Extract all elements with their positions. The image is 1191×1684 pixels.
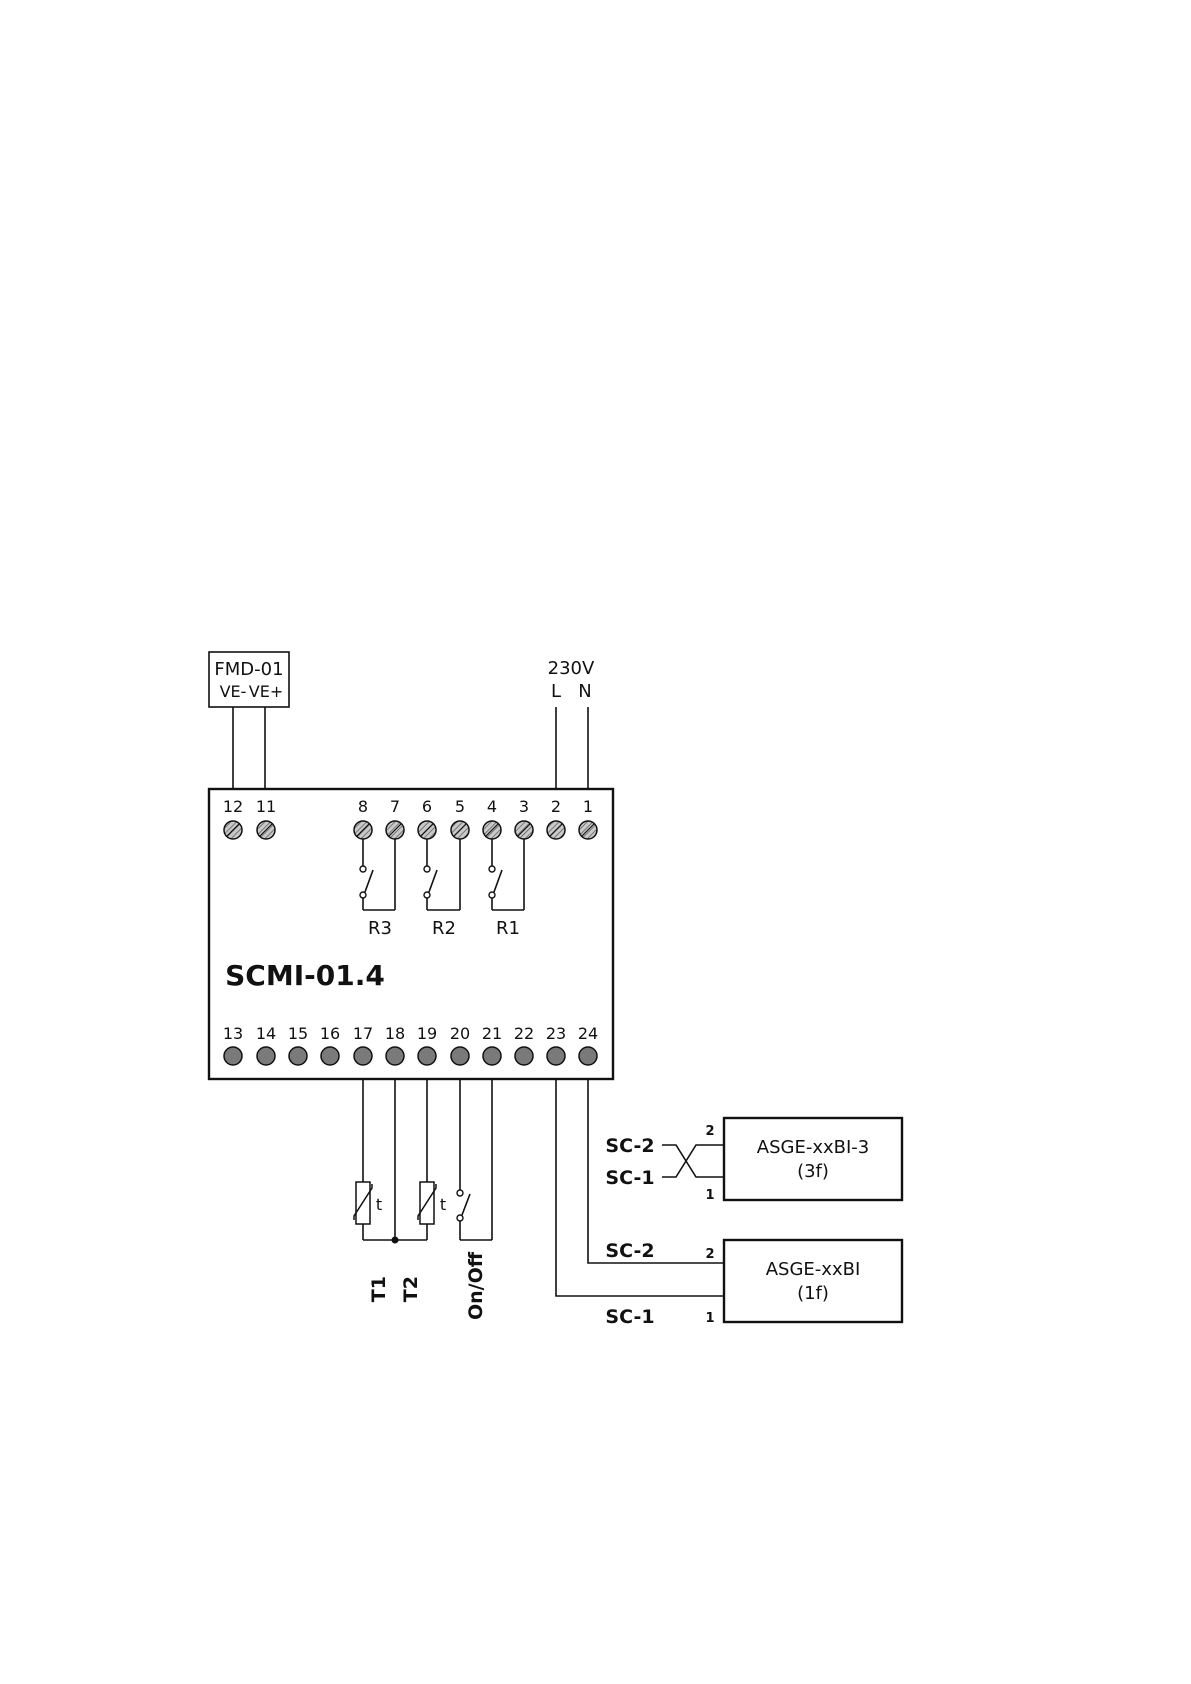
terminal-screw-15: [289, 1047, 307, 1065]
terminal-screw-2: [547, 821, 565, 839]
bottom-terminal-numbers: 13 14 15 16 17 18 19 20 21 22 23 24: [223, 1024, 598, 1043]
relay-label-r1: R1: [496, 918, 520, 939]
label-sc2-lower: SC-2: [605, 1240, 654, 1262]
asge1-subtitle: (1f): [797, 1283, 829, 1304]
supply-n-label: N: [578, 681, 591, 702]
terminal-number-20: 20: [450, 1024, 470, 1043]
terminal-screw-20: [451, 1047, 469, 1065]
supply-230v: 230V L N: [548, 658, 595, 702]
asge1-pin-1: 1: [705, 1311, 714, 1326]
asge1-pin-2: 2: [705, 1247, 714, 1262]
t2-thermistor-symbol: t: [440, 1195, 446, 1214]
label-t2: T2: [400, 1276, 422, 1302]
terminal-screw-3: [515, 821, 533, 839]
thermistor-t2: t: [395, 1079, 446, 1240]
label-sc1-upper: SC-1: [605, 1167, 654, 1189]
terminal-screw-5: [451, 821, 469, 839]
terminal-number-19: 19: [417, 1024, 437, 1043]
terminal-screw-7: [386, 821, 404, 839]
asge3-subtitle: (3f): [797, 1161, 829, 1182]
top-terminals: [224, 821, 597, 839]
relay-r2-contact: [424, 839, 460, 910]
terminal-screw-1: [579, 821, 597, 839]
terminal-screw-24: [579, 1047, 597, 1065]
terminal-number-21: 21: [482, 1024, 502, 1043]
terminal-screw-13: [224, 1047, 242, 1065]
terminal-screw-8: [354, 821, 372, 839]
asge3-title: ASGE-xxBI-3: [757, 1137, 869, 1158]
label-sc1-lower: SC-1: [605, 1306, 654, 1328]
label-sc2-upper: SC-2: [605, 1135, 654, 1157]
terminal-screw-19: [418, 1047, 436, 1065]
relay-r1-contact: [489, 839, 524, 910]
terminal-number-7: 7: [390, 797, 400, 816]
bottom-terminals: [224, 1047, 597, 1065]
asge-xxbi-module: ASGE-xxBI (1f) 2 1: [705, 1240, 902, 1326]
terminal-screw-21: [483, 1047, 501, 1065]
terminal-number-17: 17: [353, 1024, 373, 1043]
t1-thermistor-symbol: t: [376, 1195, 382, 1214]
fmd-ve-minus-label: VE-: [220, 682, 247, 701]
label-onoff: On/Off: [465, 1251, 487, 1320]
asge3-pin-2: 2: [705, 1124, 714, 1139]
terminal-screw-17: [354, 1047, 372, 1065]
fmd-ve-plus-label: VE+: [249, 682, 283, 701]
terminal-number-22: 22: [514, 1024, 534, 1043]
terminal-number-23: 23: [546, 1024, 566, 1043]
terminal-number-12: 12: [223, 797, 243, 816]
terminal-screw-6: [418, 821, 436, 839]
relay-label-r3: R3: [368, 918, 392, 939]
controller-name: SCMI-01.4: [225, 959, 385, 992]
terminal-number-8: 8: [358, 797, 368, 816]
asge1-title: ASGE-xxBI: [766, 1259, 861, 1280]
terminal-screw-4: [483, 821, 501, 839]
terminal-screw-11: [257, 821, 275, 839]
terminal-number-14: 14: [256, 1024, 276, 1043]
terminal-number-18: 18: [385, 1024, 405, 1043]
supply-voltage-label: 230V: [548, 658, 595, 679]
terminal-number-6: 6: [422, 797, 432, 816]
terminal-number-13: 13: [223, 1024, 243, 1043]
terminal-number-15: 15: [288, 1024, 308, 1043]
asge3-pin-1: 1: [705, 1188, 714, 1203]
terminal-screw-23: [547, 1047, 565, 1065]
onoff-switch: [457, 1079, 492, 1240]
terminal-screw-12: [224, 821, 242, 839]
terminal-number-11: 11: [256, 797, 276, 816]
terminal-screw-16: [321, 1047, 339, 1065]
terminal-screw-18: [386, 1047, 404, 1065]
terminal-number-16: 16: [320, 1024, 340, 1043]
relay-r3-contact: [360, 839, 395, 910]
supply-l-label: L: [551, 681, 561, 702]
terminal-number-2: 2: [551, 797, 561, 816]
terminal-screw-14: [257, 1047, 275, 1065]
terminal-number-24: 24: [578, 1024, 598, 1043]
thermistor-t1: t: [354, 1079, 395, 1240]
label-t1: T1: [368, 1276, 390, 1302]
fmd-01-module: FMD-01 VE- VE+: [209, 652, 289, 707]
terminal-screw-22: [515, 1047, 533, 1065]
terminal-number-5: 5: [455, 797, 465, 816]
terminal-number-4: 4: [487, 797, 497, 816]
asge-xxbi-3-module: ASGE-xxBI-3 (3f) 2 1: [705, 1118, 902, 1203]
terminal-number-3: 3: [519, 797, 529, 816]
top-terminal-numbers: 12 11 8 7 6 5 4 3 2 1: [223, 797, 593, 816]
relay-label-r2: R2: [432, 918, 456, 939]
fmd-01-title: FMD-01: [214, 659, 283, 680]
terminal-number-1: 1: [583, 797, 593, 816]
